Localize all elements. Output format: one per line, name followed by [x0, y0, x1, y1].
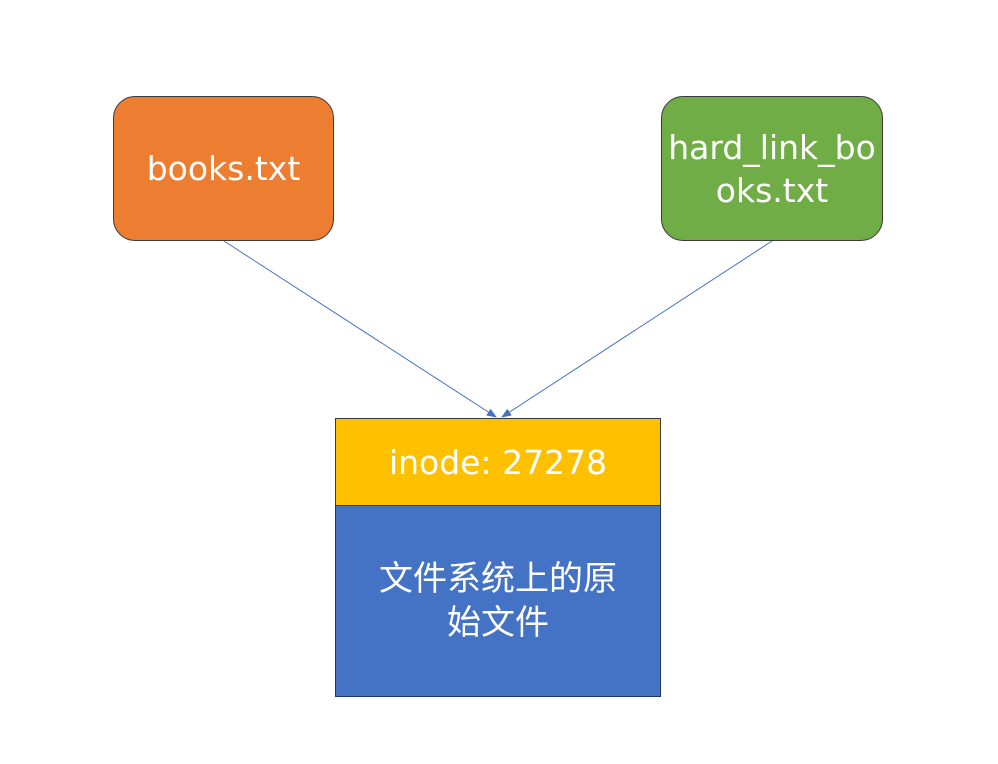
- edge-books-to-inode: [223, 240, 497, 418]
- original-file-label: 文件系统上的原始文件: [379, 559, 617, 643]
- books-txt-label: books.txt: [146, 149, 301, 188]
- hard-link-books-txt-label: hard_link_books.txt: [668, 127, 876, 210]
- edge-hard-link-to-inode: [501, 240, 773, 418]
- inode-node: inode: 27278: [335, 418, 661, 505]
- original-file-node: 文件系统上的原始文件: [335, 505, 661, 697]
- inode-label: inode: 27278: [388, 442, 608, 482]
- books-txt-node: books.txt: [113, 96, 334, 241]
- hard-link-books-txt-node: hard_link_books.txt: [661, 96, 883, 241]
